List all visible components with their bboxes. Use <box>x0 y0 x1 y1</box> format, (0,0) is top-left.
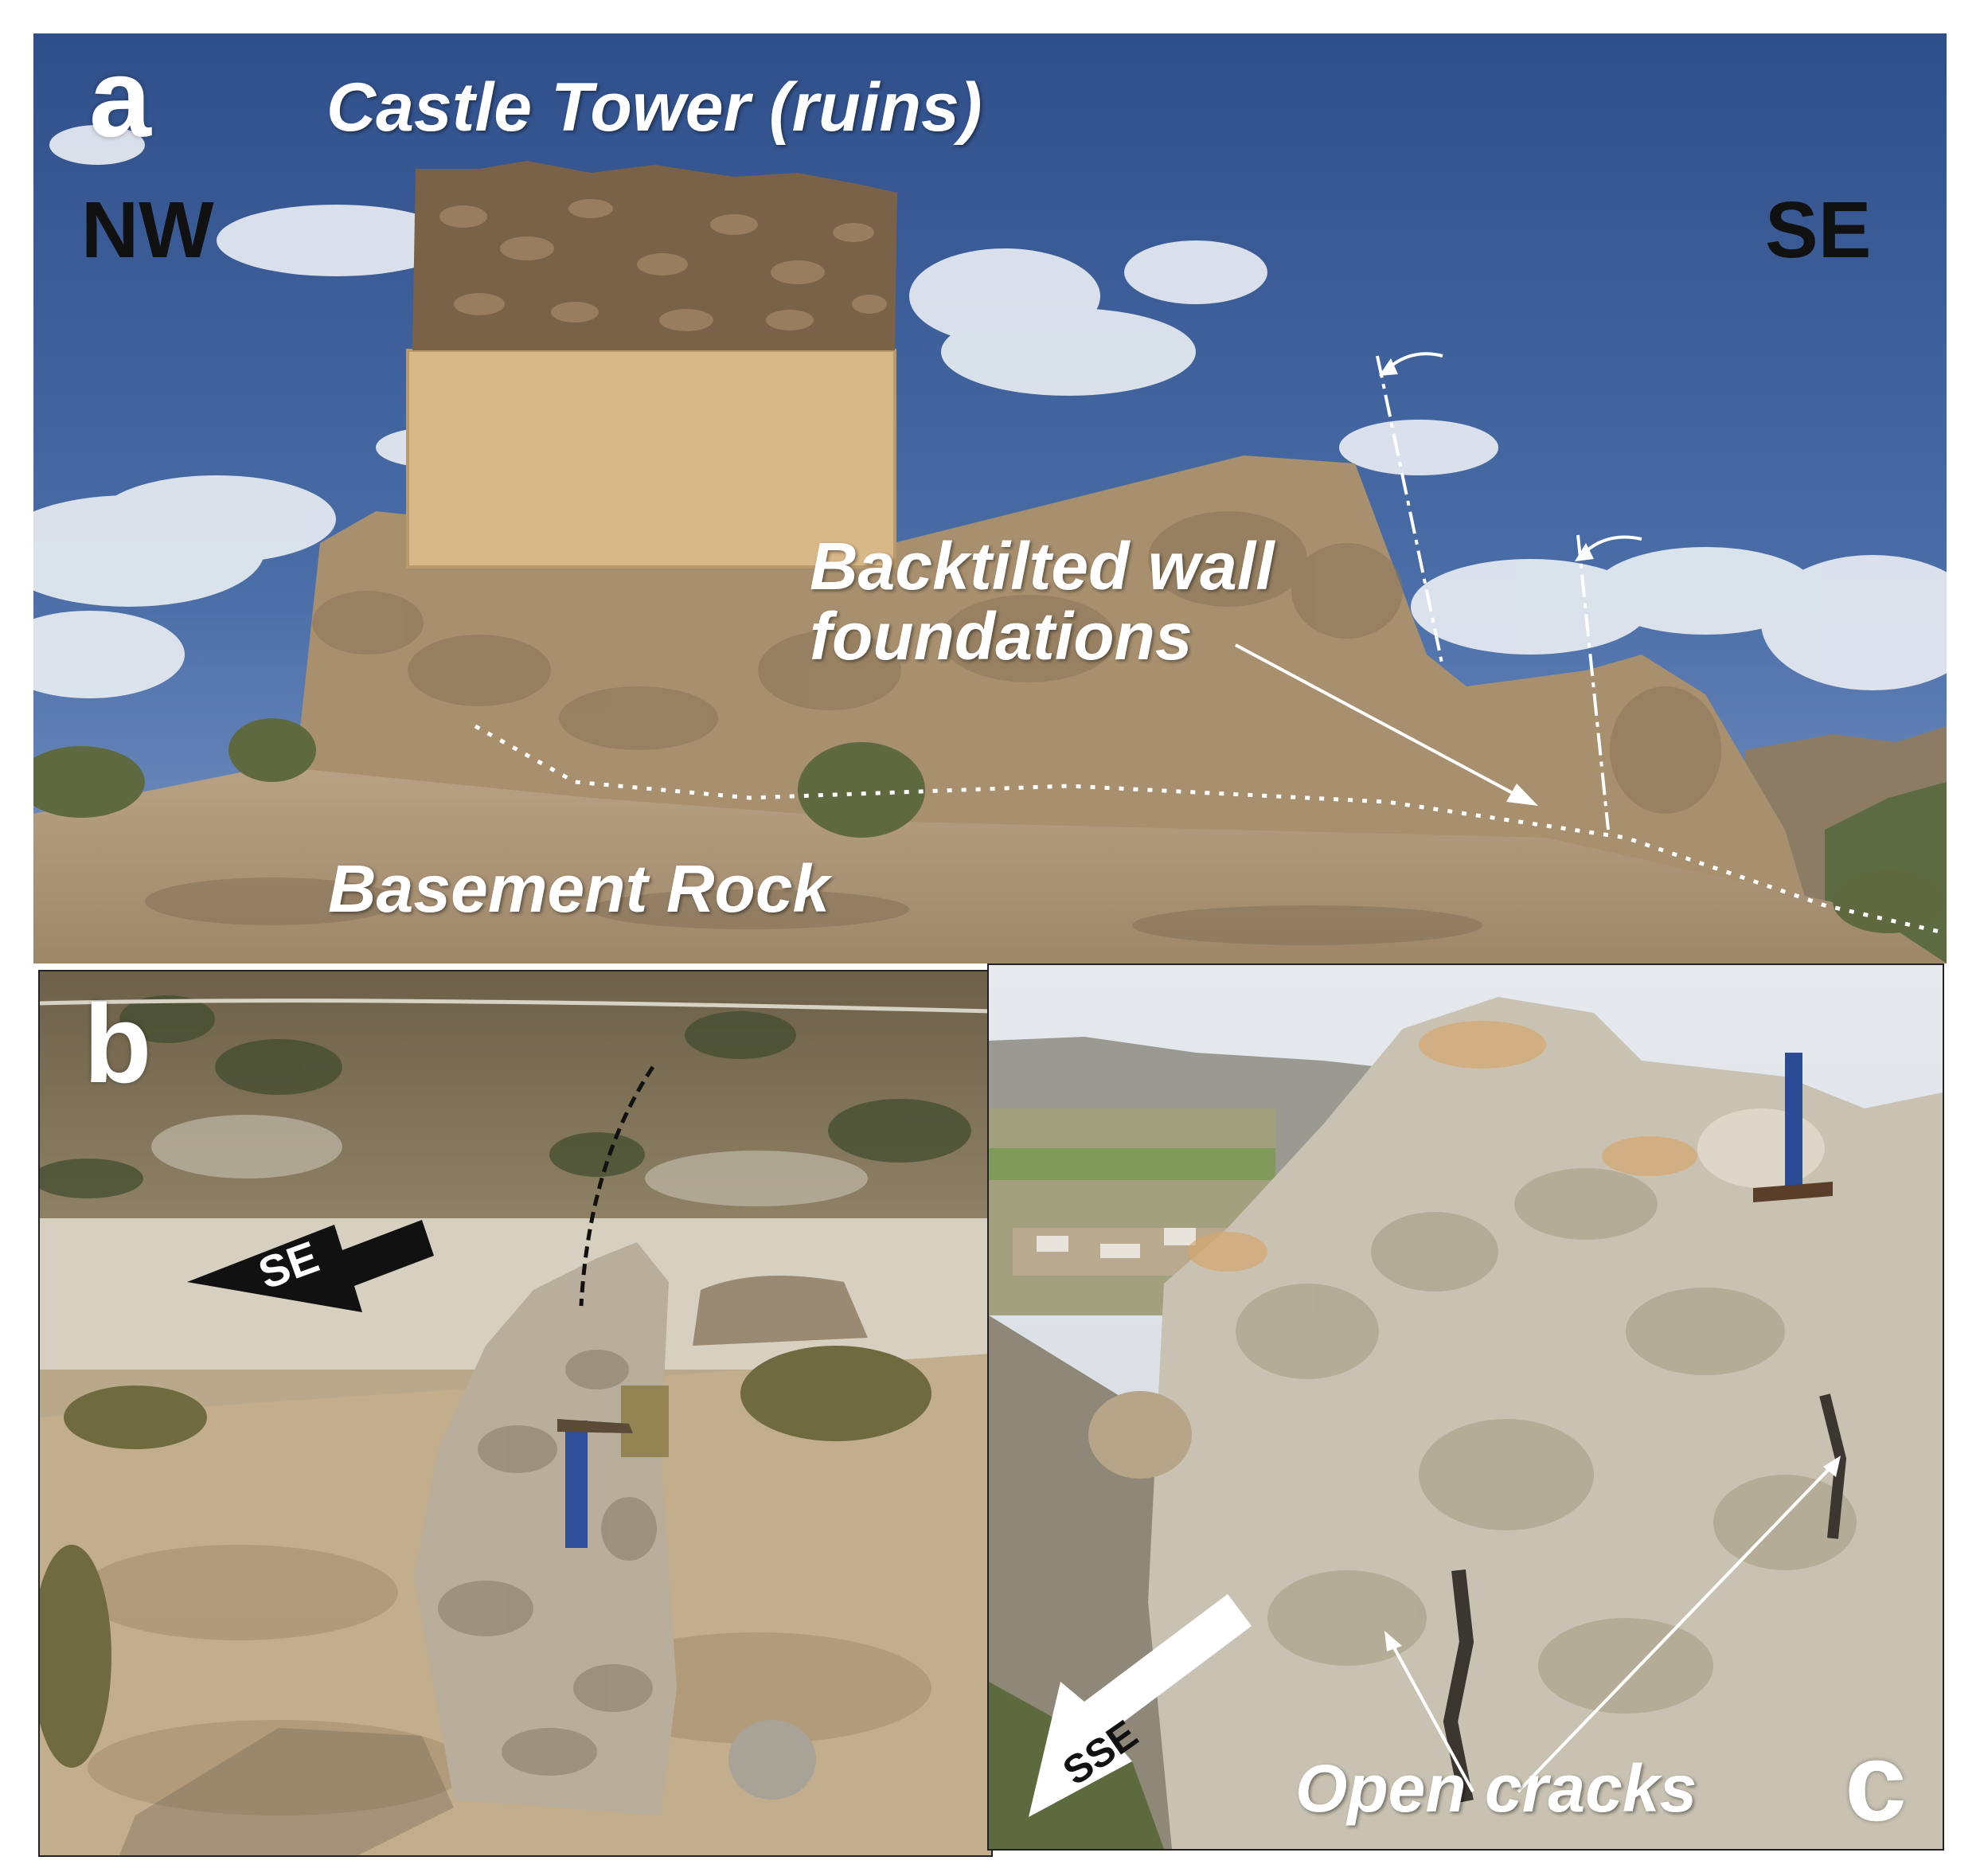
castle-tower <box>406 161 897 569</box>
castle-tower-label: Castle Tower (ruins) <box>326 69 982 146</box>
panel-b-photo: b SE <box>38 970 993 1857</box>
panel-a-photo: a Castle Tower (ruins) NW SE Backtilted … <box>33 33 1947 963</box>
panel-c-label: c <box>1845 1719 1907 1844</box>
panel-c-photo: c SSE Open cracks <box>987 963 1944 1851</box>
basement-rock-label: Basement Rock <box>328 851 830 926</box>
backtilted-wall-label: Backtilted wall foundations <box>810 529 1275 674</box>
direction-nw: NW <box>81 186 214 275</box>
panel-a-scene <box>33 33 1947 963</box>
open-cracks-label: Open cracks <box>1295 1751 1697 1826</box>
panel-b-scene <box>40 971 991 1855</box>
rock-hammer <box>565 1421 588 1548</box>
panel-a-label: a <box>89 35 151 160</box>
direction-se: SE <box>1765 186 1872 275</box>
rock-hammer <box>1785 1053 1802 1188</box>
panel-b-label: b <box>84 981 152 1106</box>
panel-c-scene <box>989 965 1943 1849</box>
